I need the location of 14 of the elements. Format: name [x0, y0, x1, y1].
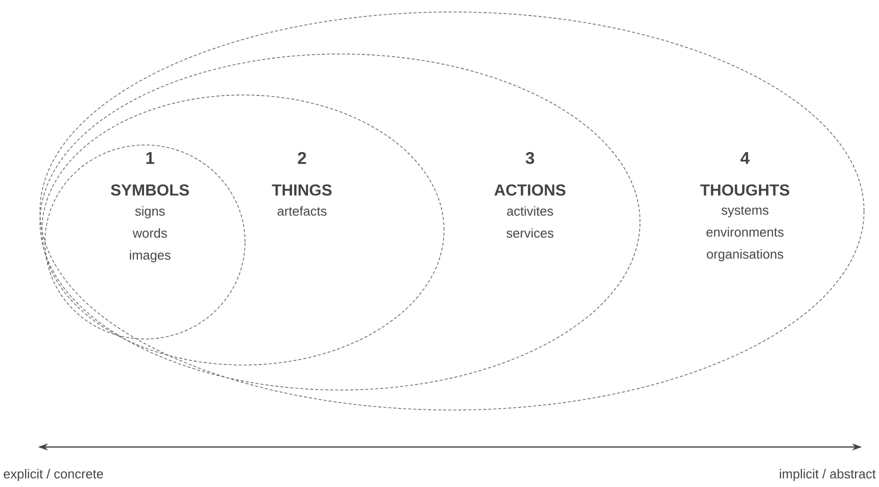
title-label: SYMBOLS [110, 184, 189, 196]
number-label: 1 [146, 152, 154, 164]
description-text: signs words images [130, 206, 170, 262]
number-label: 2 [298, 152, 306, 164]
description-text: artefacts [278, 206, 326, 216]
description-text: systems environments organisations [706, 206, 784, 262]
scale-label: implicit / abstract [780, 468, 876, 482]
number-label: 3 [526, 152, 534, 164]
number-label: 4 [740, 152, 750, 164]
title-label: ACTIONS [494, 184, 566, 196]
title-label: THINGS [272, 184, 332, 196]
description-text: activites services [506, 206, 554, 238]
title-label: THOUGHTS [700, 184, 790, 196]
scale-label: explicit / concrete [4, 468, 104, 482]
